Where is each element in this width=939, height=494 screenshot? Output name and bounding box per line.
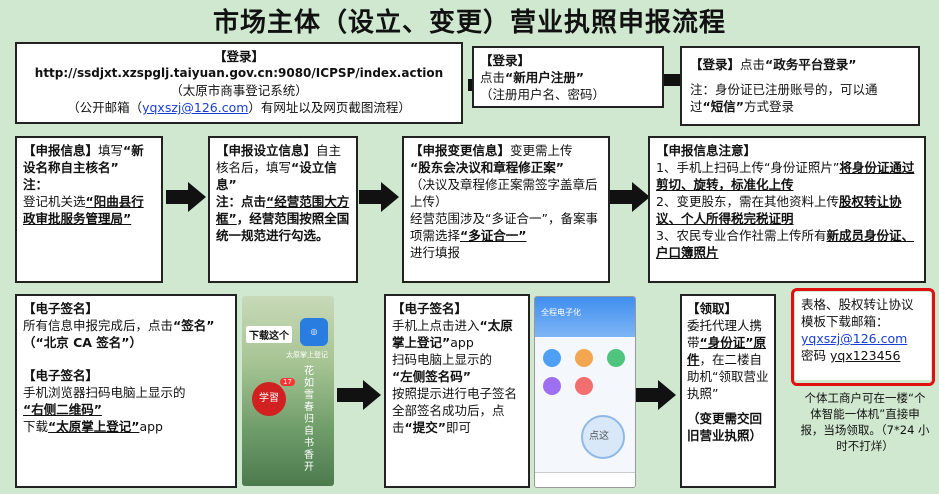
menu-icon[interactable] [575,349,593,367]
register-prefix: 点击 [480,70,505,85]
login-url[interactable]: http://ssdjxt.xzspglj.taiyuan.gov.cn:908… [23,65,455,82]
app-screenshot: 下载这个 ◎ 太原掌上登记 花如雪 春归 自 书香 开 学習 17 [242,296,334,486]
esign2-bold3: “提交” [405,420,446,435]
arrow-right-icon [610,182,650,212]
info-change-heading: 【申报变更信息】 [410,143,510,158]
info-change-under: “多证合一” [460,228,526,243]
receive-box: 【领取】 委托代理人携带“身份证”原件，在二楼自助机“领取营业执照” （变更需交… [680,294,776,488]
gov-login-heading: 【登录】 [690,57,740,72]
gov-login-line: 【登录】点击“政务平台登录” [690,56,910,73]
menu-icon[interactable] [575,377,593,395]
esign2-text2: app [450,335,474,350]
esign1-box: 【电子签名】 所有信息申报完成后，点击“签名” （“北京 CA 签名”） 【电子… [15,294,237,488]
arrow-right-icon [166,182,206,212]
highlight-frame [791,288,935,386]
login-heading: 【登录】 [23,48,455,65]
esign1-text4: app [139,419,163,434]
page-title: 市场主体（设立、变更）营业执照申报流程 [0,2,939,39]
info-setup-note: 注：点击 [216,194,266,209]
gov-login-note-suffix: 方式登录 [744,99,794,114]
esign1-bold1: “签名” [173,318,214,333]
app-icon[interactable]: ◎ [300,318,328,346]
menu-icon[interactable] [543,349,561,367]
app-title: 全程电子化 [541,307,581,318]
download-label: 下载这个 [246,326,292,343]
menu-icon[interactable] [543,377,561,395]
poem-text: 花如雪 春归 自 书香 开 [304,366,318,474]
esign2-heading: 【电子签名】 [392,300,522,317]
esign1-under1: “右侧二维码” [23,401,229,418]
arrow-right-icon [337,380,381,410]
menu-icon[interactable] [607,349,625,367]
esign2-box: 【电子签名】 手机上点击进入“太原掌上登记”app 扫码电脑上显示的 “左侧签名… [384,294,530,488]
info-change-box: 【申报变更信息】变更需上传 “股东会决议和章程修正案” （决议及章程修正案需签字… [402,136,610,283]
login-box: 【登录】 http://ssdjxt.xzspglj.taiyuan.gov.c… [15,42,463,124]
esign1-bold2: （“北京 CA 签名”） [23,334,229,351]
gov-login-note: 注：身份证已注册账号的，可以通过“短信”方式登录 [690,81,910,115]
esign1-text2: 手机浏览器扫码电脑上显示的 [23,384,229,401]
info-name-box: 【申报信息】填写“新设名称自主核名” 注： 登记机关选“阳曲县行政审批服务管理局… [15,136,163,283]
register-bold: “新用户注册” [505,70,584,85]
esign2-text3: 扫码电脑上显示的 [392,351,522,368]
esign2-text1: 手机上点击进入 [392,318,480,333]
info-setup-box: 【申报设立信息】自主核名后，填写“设立信息” 注：点击“经营范围大方框”，经营范… [208,136,358,283]
gov-login-note-bold: “短信” [703,99,744,114]
register-line2: （注册用户名、密码） [480,86,656,103]
receive-text2: ，在二楼自助机“领取营业执照” [687,352,768,401]
register-heading: 【登录】 [480,52,656,69]
arrow-right-icon [359,182,399,212]
arrow-right-icon [636,380,676,410]
notes-n2-text: 2、变更股东，需在其他资料上传 [656,194,839,209]
gov-login-bold: “政务平台登录” [765,57,856,72]
badge-count: 17 [280,378,295,386]
esign2-text4: 按照提示进行电子签名 [392,385,522,402]
esign1-text3: 下载 [23,419,48,434]
login-mail-prefix: （公开邮箱（ [67,100,142,115]
info-change-text1: 变更需上传 [510,143,573,158]
receive-heading: 【领取】 [687,300,769,317]
info-change-text2: （决议及章程修正案需签字盖章后上传） [410,176,602,210]
info-name-text2: 登记机关选 [23,194,86,209]
notes-heading: 【申报信息注意】 [656,142,918,159]
info-setup-bold2: ，经营范围按照全国统一规范进行勾选。 [216,211,349,243]
esign1-text1: 所有信息申报完成后，点击 [23,318,173,333]
study-logo: 学習 [252,382,286,416]
bottom-nav [535,472,635,487]
login-mail-line: （公开邮箱（yqxszj@126.com）有网址以及网页截图流程） [23,99,455,116]
login-mail-suffix: ）有网址以及网页截图流程） [248,100,411,115]
register-box: 【登录】 点击“新用户注册” （注册用户名、密码） [472,46,664,108]
esign1-under2: “太原掌上登记” [48,419,139,434]
info-setup-heading: 【申报设立信息】 [216,143,316,158]
gov-login-box: 【登录】点击“政务平台登录” 注：身份证已注册账号的，可以通过“短信”方式登录 [680,46,920,126]
notes-box: 【申报信息注意】 1、手机上扫码上传“身份证照片”将身份证通过剪切、旋转，标准化… [648,136,926,283]
app-screenshot: 全程电子化 点这 [534,296,636,488]
info-change-text4: 进行填报 [410,244,602,261]
login-system: （太原市商事登记系统） [23,82,455,99]
esign1-heading: 【电子签名】 [23,300,229,317]
esign2-text6: 即可 [446,420,471,435]
register-line1: 点击“新用户注册” [480,69,656,86]
info-name-note: 注： [23,176,155,193]
app-name: 太原掌上登记 [286,350,328,360]
receive-bold: （变更需交回旧营业执照） [687,410,769,444]
esign1-heading2: 【电子签名】 [23,367,229,384]
gov-login-prefix: 点击 [740,57,765,72]
notes-n1-text: 1、手机上扫码上传“身份证照片” [656,160,839,175]
info-name-heading: 【申报信息】 [23,143,98,158]
notes-n3-text: 3、农民专业合作社需上传所有 [656,228,826,243]
login-mail-link[interactable]: yqxszj@126.com [142,100,248,115]
individual-note: 个体工商户可在一楼“个体智能一体机”直接申报，当场领取。（7*24 小时不打烊） [800,390,930,454]
esign2-bold2: “左侧签名码” [392,368,522,385]
info-change-bold1: “股东会决议和章程修正案” [410,159,602,176]
info-name-text1: 填写 [98,143,123,158]
tap-here-label: 点这 [589,427,609,442]
